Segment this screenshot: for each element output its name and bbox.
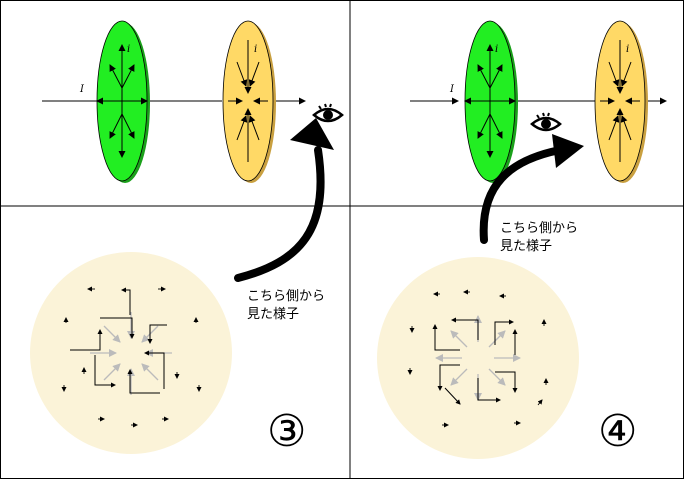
panel-number: ③ — [267, 406, 306, 457]
green-disc: i — [96, 20, 150, 183]
current-label: I — [449, 84, 455, 95]
green-disc: i — [464, 20, 518, 183]
curved-arrow-icon — [479, 134, 584, 244]
yellow-disc: i — [594, 20, 648, 183]
face-view-disc — [377, 257, 579, 459]
panel-3: I i i — [30, 20, 344, 457]
eye-icon — [530, 112, 562, 132]
svg-text:i: i — [626, 44, 629, 55]
caption-line2: 見た様子 — [247, 307, 299, 322]
caption-line1: こちら側から — [247, 289, 325, 304]
yellow-disc: i — [222, 20, 276, 183]
induced-label: i — [127, 44, 130, 55]
caption-line2: 見た様子 — [500, 239, 552, 254]
eye-icon — [312, 103, 344, 123]
caption-line1: こちら側から — [500, 221, 578, 236]
svg-text:i: i — [254, 44, 257, 55]
svg-text:i: i — [495, 44, 498, 55]
curved-arrow-icon — [234, 118, 334, 282]
current-label: I — [79, 84, 85, 95]
panel-4: I i i — [377, 20, 667, 459]
face-view-disc — [30, 252, 232, 454]
panel-number: ④ — [598, 406, 637, 457]
